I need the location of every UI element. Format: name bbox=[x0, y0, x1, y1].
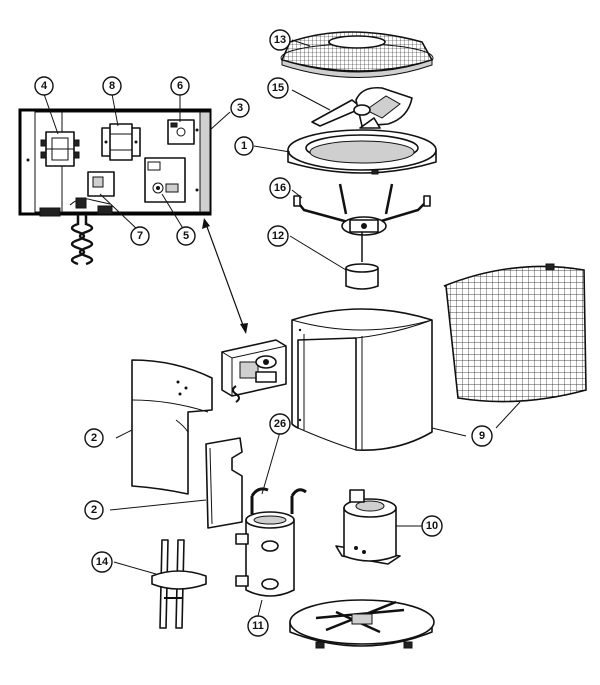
callout-11: 11 bbox=[247, 615, 269, 637]
callout-26: 26 bbox=[269, 413, 291, 435]
mounting-bracket bbox=[151, 539, 207, 629]
motor-bracket bbox=[293, 183, 431, 236]
contactor bbox=[40, 131, 80, 167]
svg-text:13: 13 bbox=[274, 34, 286, 46]
svg-text:7: 7 bbox=[137, 230, 143, 242]
fan-grill bbox=[280, 31, 434, 78]
svg-text:10: 10 bbox=[426, 520, 438, 532]
svg-text:8: 8 bbox=[109, 80, 115, 92]
fan-motor bbox=[345, 232, 379, 290]
svg-text:26: 26 bbox=[274, 418, 286, 430]
access-panel-box bbox=[221, 339, 287, 403]
base-pan bbox=[289, 599, 435, 649]
pressure-switch bbox=[69, 171, 115, 209]
svg-text:11: 11 bbox=[252, 620, 264, 632]
control-board bbox=[167, 119, 195, 145]
top-ring bbox=[287, 129, 437, 175]
callout-8: 8 bbox=[102, 76, 122, 96]
wire-guard bbox=[443, 263, 587, 403]
svg-text:16: 16 bbox=[274, 182, 286, 194]
leader-lines bbox=[43, 39, 521, 617]
lower-panel bbox=[205, 437, 243, 529]
svg-text:9: 9 bbox=[479, 430, 485, 442]
transformer bbox=[101, 123, 141, 161]
callout-15: 15 bbox=[267, 77, 289, 99]
wire-coil bbox=[39, 205, 113, 266]
callout-3: 3 bbox=[230, 98, 250, 118]
callout-7: 7 bbox=[130, 226, 150, 246]
svg-text:3: 3 bbox=[237, 102, 243, 114]
svg-text:4: 4 bbox=[41, 80, 48, 92]
callout-10: 10 bbox=[421, 515, 443, 537]
callout-14: 14 bbox=[91, 551, 113, 573]
callout-9: 9 bbox=[471, 425, 493, 447]
assembly-arrow bbox=[202, 218, 248, 334]
callout-6: 6 bbox=[170, 76, 190, 96]
terminal-block bbox=[144, 157, 186, 203]
control-box bbox=[18, 108, 212, 266]
callout-5: 5 bbox=[176, 226, 196, 246]
callout-16: 16 bbox=[269, 177, 291, 199]
side-panel bbox=[291, 308, 433, 451]
svg-text:2: 2 bbox=[91, 504, 97, 516]
compressor bbox=[335, 489, 401, 565]
svg-text:15: 15 bbox=[272, 82, 284, 94]
callout-4: 4 bbox=[34, 76, 54, 96]
callout-2-upper: 2 bbox=[84, 428, 104, 448]
svg-text:5: 5 bbox=[183, 230, 189, 242]
svg-text:2: 2 bbox=[91, 432, 97, 444]
callout-13: 13 bbox=[269, 29, 291, 51]
callout-12: 12 bbox=[267, 225, 289, 247]
svg-text:14: 14 bbox=[96, 556, 109, 568]
fan-blade bbox=[311, 86, 413, 129]
svg-text:6: 6 bbox=[177, 80, 183, 92]
callouts: 4 8 6 3 7 5 13 15 1 16 12 9 2 2 26 10 14… bbox=[34, 29, 493, 637]
callout-1: 1 bbox=[234, 136, 254, 156]
front-panel bbox=[131, 359, 213, 495]
heat-exchanger bbox=[235, 487, 307, 597]
svg-text:1: 1 bbox=[241, 140, 247, 152]
callout-2-lower: 2 bbox=[84, 500, 104, 520]
svg-text:12: 12 bbox=[272, 230, 284, 242]
